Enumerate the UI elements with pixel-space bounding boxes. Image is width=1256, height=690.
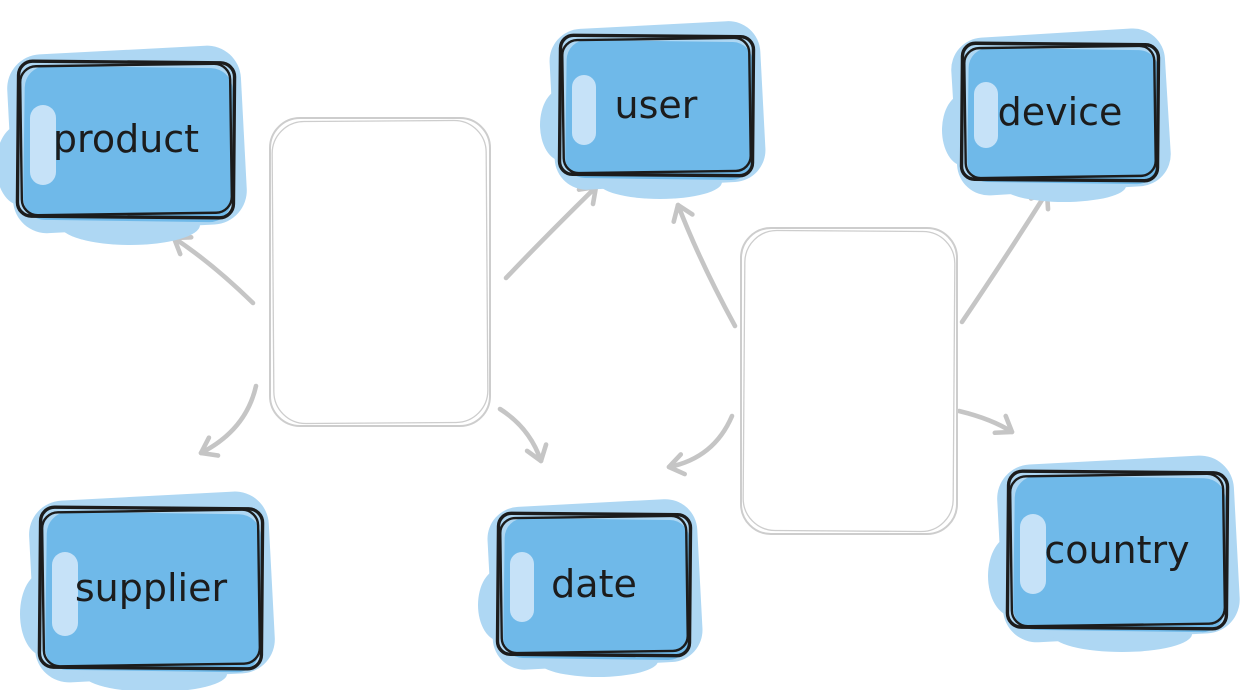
entity-date[interactable]: date	[478, 498, 704, 677]
hub-box-2[interactable]	[740, 227, 958, 535]
arrow-hub2-date[interactable]	[666, 413, 735, 477]
entity-label-date: date	[551, 562, 637, 606]
entity-device[interactable]: device	[942, 27, 1173, 202]
arrow-hub1-user[interactable]	[503, 184, 599, 281]
arrow-hub1-supplier[interactable]	[198, 383, 259, 458]
connections-layer	[171, 184, 1051, 477]
entity-label-user: user	[615, 83, 698, 127]
entity-product[interactable]: product	[0, 44, 249, 245]
entity-label-supplier: supplier	[75, 566, 228, 610]
arrow-hub2-user[interactable]	[671, 202, 738, 329]
entity-supplier[interactable]: supplier	[20, 490, 277, 690]
arrow-hub2-device[interactable]	[959, 189, 1051, 325]
entity-label-product: product	[53, 117, 199, 161]
arrow-hub1-date[interactable]	[497, 406, 549, 464]
entity-user[interactable]: user	[540, 20, 767, 199]
entity-label-country: country	[1044, 528, 1189, 572]
hub-box-1[interactable]	[269, 117, 491, 427]
arrow-hub2-country[interactable]	[956, 408, 1015, 436]
arrow-hub1-product[interactable]	[171, 235, 256, 306]
entity-country[interactable]: country	[988, 454, 1241, 652]
entity-label-device: device	[998, 90, 1123, 134]
